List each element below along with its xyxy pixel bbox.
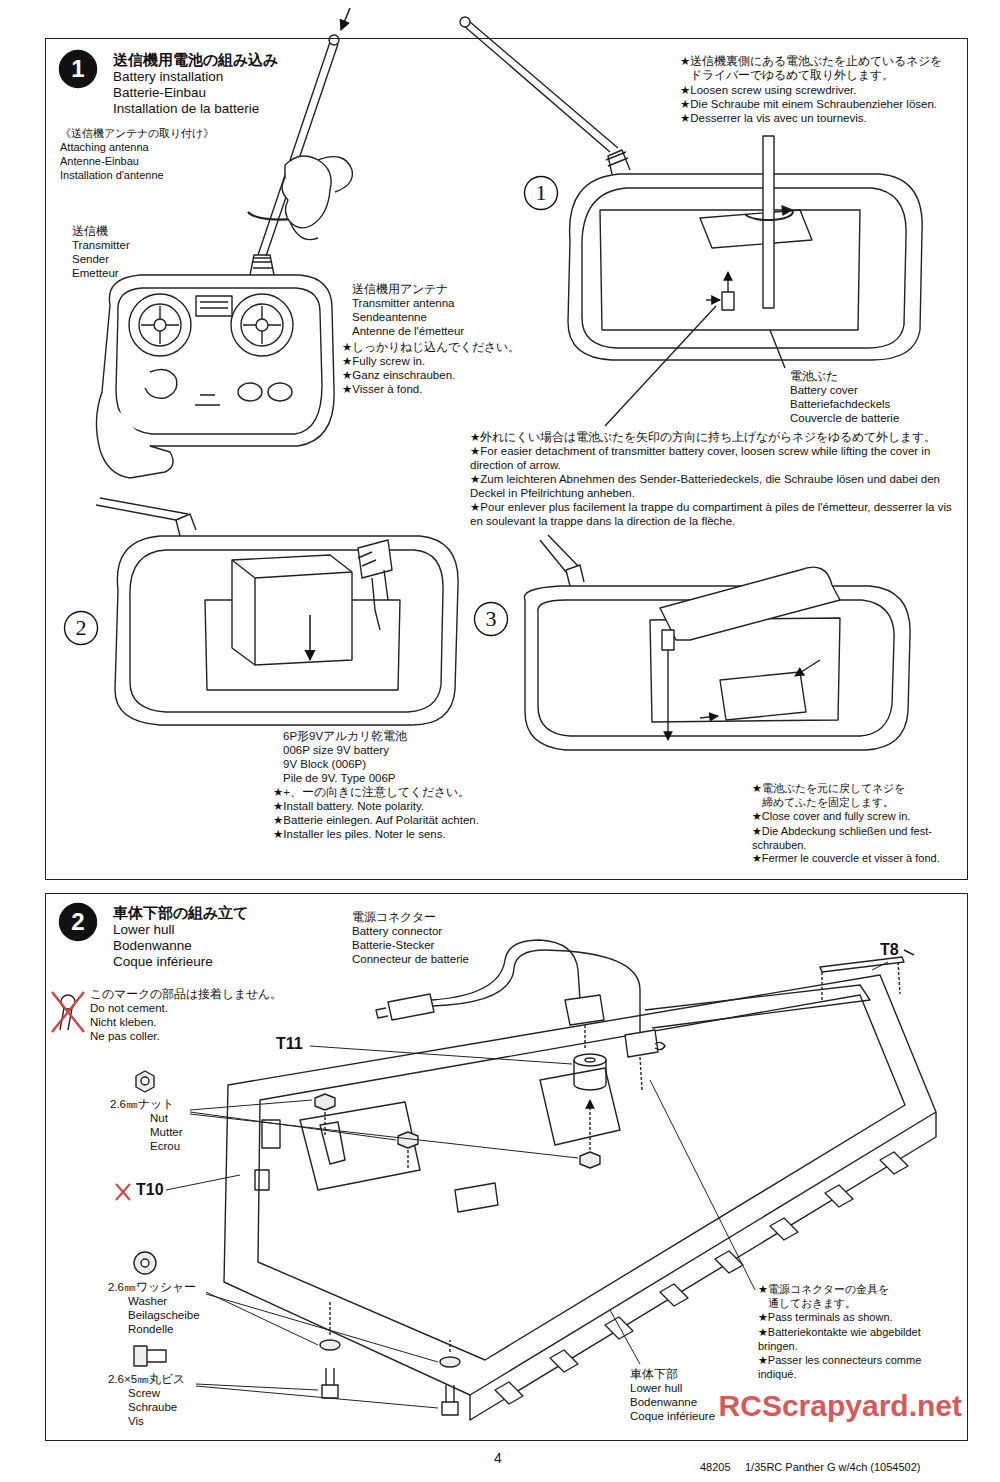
instruction-text: ★Installer les piles. Noter le sens. xyxy=(273,828,446,842)
footer-text: 1/35RC Panther G w/4ch (1054502) xyxy=(745,1461,921,1474)
instruction-text: Batteriefachdeckels xyxy=(790,398,890,412)
instruction-text: Batterie-Stecker xyxy=(352,939,434,953)
instruction-text: 送信機用アンテナ xyxy=(352,283,448,297)
instruction-text: Couvercle de batterie xyxy=(790,412,899,426)
instruction-text: Rondelle xyxy=(128,1323,173,1337)
instruction-text: ★Batteriekontakte wie abgebildet bringen… xyxy=(758,1325,928,1353)
instruction-text: ★Install battery. Note polarity. xyxy=(273,800,424,814)
instruction-text: 9V Block (006P) xyxy=(283,758,366,772)
step-heading: Bodenwanne xyxy=(113,938,192,954)
instruction-text: Transmitter xyxy=(72,239,130,253)
instruction-text: ★Visser à fond. xyxy=(342,383,422,397)
page-number: 4 xyxy=(494,1450,502,1467)
instruction-text: Sendeantenne xyxy=(352,311,427,325)
instruction-text: 006P size 9V battery xyxy=(283,744,389,758)
instruction-text: Sender xyxy=(72,253,109,267)
instruction-text: Do not cement. xyxy=(90,1002,168,1016)
instruction-text: 2.6×5㎜丸ビス xyxy=(108,1373,185,1387)
instruction-text: Washer xyxy=(128,1295,167,1309)
instruction-text: ★Zum leichteren Abnehmen des Sender-Batt… xyxy=(470,472,962,500)
instruction-text: ★Loosen screw using screwdriver. xyxy=(680,84,857,98)
instruction-text: ★電池ぶたを元に戻してネジを xyxy=(752,782,905,795)
instruction-text: ★送信機裏側にある電池ぶたを止めているネジを xyxy=(680,55,942,69)
instruction-text: ★しっかりねじ込んでください。 xyxy=(342,341,520,355)
instruction-text: 2.6㎜ナット xyxy=(110,1098,174,1112)
instruction-text: Nut xyxy=(150,1112,168,1126)
watermark: RCScrapyard.net xyxy=(719,1388,962,1424)
instruction-text: Battery cover xyxy=(790,384,858,398)
instruction-text: 送信機 xyxy=(72,225,108,239)
instruction-text: ★Desserrer la vis avec un tournevis. xyxy=(680,112,867,126)
instruction-text: ★For easier detachment of transmitter ba… xyxy=(470,444,962,472)
instruction-text: Schraube xyxy=(128,1401,177,1415)
instruction-text: このマークの部品は接着しません。 xyxy=(90,988,282,1002)
instruction-text: Emetteur xyxy=(72,267,119,281)
instruction-text: 電池ぶた xyxy=(790,370,838,384)
instruction-text: Nicht kleben. xyxy=(90,1016,156,1030)
instruction-text: Antenne-Einbau xyxy=(60,155,139,168)
instruction-text: 電源コネクター xyxy=(352,911,436,925)
instruction-text: Screw xyxy=(128,1387,160,1401)
instruction-text: ★Fermer le couvercle et visser à fond. xyxy=(752,852,940,865)
instruction-text: ★Pour enlever plus facilement la trappe … xyxy=(470,500,962,528)
instruction-text: ★Close cover and fully screw in. xyxy=(752,810,910,823)
instruction-text: Vis xyxy=(128,1415,144,1429)
instruction-text: 6P形9Vアルカリ乾電池 xyxy=(283,730,407,744)
instruction-text: ★Pass terminals as shown. xyxy=(758,1311,893,1324)
step-heading: 送信機用電池の組み込み xyxy=(113,51,278,69)
instruction-text: ★Batterie einlegen. Auf Polarität achten… xyxy=(273,814,479,828)
instruction-text: Ne pas coller. xyxy=(90,1030,160,1044)
step-heading: Battery installation xyxy=(113,69,223,85)
instruction-text: Connecteur de batterie xyxy=(352,953,469,967)
instruction-text: Battery connector xyxy=(352,925,442,939)
substep-number: 2 xyxy=(63,610,99,646)
instruction-text: Beilagscheibe xyxy=(128,1309,200,1323)
instruction-text: Mutter xyxy=(150,1126,183,1140)
part-number: T8 xyxy=(880,940,899,959)
instruction-text: 2.6㎜ワッシャー xyxy=(108,1281,196,1295)
instruction-text: ★Ganz einschrauben. xyxy=(342,369,455,383)
instruction-text: Transmitter antenna xyxy=(352,297,454,311)
instruction-text: ドライバーでゆるめて取り外します。 xyxy=(690,69,894,83)
step-number-text: 1 xyxy=(523,175,559,211)
instruction-text: 車体下部 xyxy=(630,1368,678,1382)
instruction-text: ★Passer les connecteurs comme indiqué. xyxy=(758,1353,928,1381)
step-number-text: 2 xyxy=(63,610,99,646)
instruction-text: Bodenwanne xyxy=(630,1396,697,1410)
instruction-text: ★電源コネクターの金具を xyxy=(758,1283,889,1296)
instruction-text: Attaching antenna xyxy=(60,141,149,154)
substep-number: 3 xyxy=(473,601,509,637)
instruction-text: ★外れにくい場合は電池ぶたを矢印の方向に持ち上げながらネジをゆるめて外します。 xyxy=(470,430,962,444)
step-heading: 車体下部の組み立て xyxy=(113,904,248,922)
step-heading: Installation de la batterie xyxy=(113,101,259,117)
instruction-text: Lower hull xyxy=(630,1382,682,1396)
step-number-text: 3 xyxy=(473,601,509,637)
instruction-text: ★+、ーの向きに注意してください。 xyxy=(273,786,470,800)
instruction-text: ★Die Schraube mit einem Schraubenzieher … xyxy=(680,98,937,112)
step-number-text: 2 xyxy=(58,902,98,942)
instruction-text: 《送信機アンテナの取り付け》 xyxy=(60,127,214,140)
instruction-text: ★Fully screw in. xyxy=(342,355,425,369)
instruction-text: 締めてふたを固定します。 xyxy=(762,796,894,809)
part-number: T11 xyxy=(276,1034,303,1053)
instruction-text: Coque inférieure xyxy=(630,1410,715,1424)
instruction-text: Installation d'antenne xyxy=(60,169,164,182)
step-heading: Batterie-Einbau xyxy=(113,85,206,101)
instruction-text: Antenne de l'émetteur xyxy=(352,325,464,339)
step-heading: Coque inférieure xyxy=(113,954,213,970)
part-number: T10 xyxy=(136,1180,164,1199)
instruction-text: Ecrou xyxy=(150,1140,180,1154)
footer-text: 48205 xyxy=(700,1461,731,1474)
step-number: 2 xyxy=(58,902,98,942)
step-number-text: 1 xyxy=(58,49,98,89)
step-number: 1 xyxy=(58,49,98,89)
instruction-text: ★Die Abdeckung schließen und fest- schra… xyxy=(752,824,952,852)
step-heading: Lower hull xyxy=(113,922,175,938)
instruction-text: Pile de 9V. Type 006P xyxy=(283,772,396,786)
substep-number: 1 xyxy=(523,175,559,211)
instruction-text: 通しておきます。 xyxy=(768,1297,856,1310)
